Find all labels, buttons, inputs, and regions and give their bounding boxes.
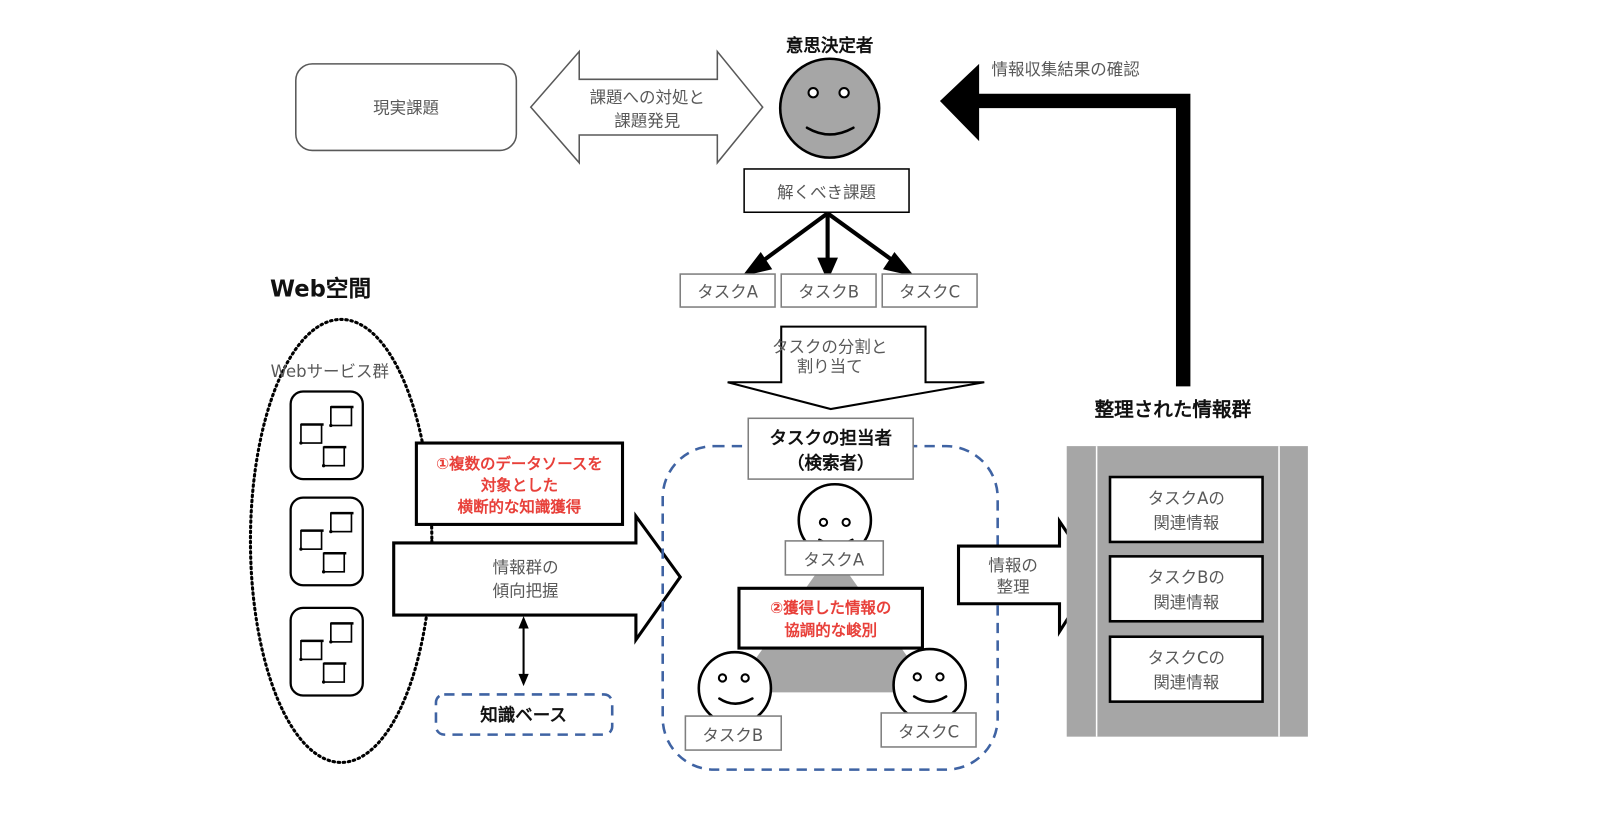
searchers-group bbox=[661, 444, 999, 771]
trend-arrow-line2: 傾向把握 bbox=[493, 582, 559, 601]
organized-item-line1: タスクCの bbox=[1148, 649, 1225, 668]
task-b-top-label: タスクB bbox=[798, 283, 859, 302]
step2-line2: 協調的な峻別 bbox=[784, 621, 877, 640]
real-issue-node: 現実課題 bbox=[295, 63, 518, 152]
window-glyph-icon bbox=[321, 662, 347, 684]
feedback-arrow-label: 情報収集結果の確認 bbox=[991, 60, 1139, 79]
web-service-icon bbox=[289, 496, 364, 587]
organized-item-line2: 関連情報 bbox=[1153, 673, 1219, 692]
organized-item-line1: タスクAの bbox=[1148, 489, 1225, 508]
organize-arrow-line2: 整理 bbox=[997, 577, 1030, 596]
knowledge-acquisition-step: ①複数のデータソースを 対象とした 横断的な知識獲得 bbox=[414, 441, 625, 526]
searcher-b-label: タスクB bbox=[702, 726, 763, 745]
issue-to-solve-node: 解くべき課題 bbox=[743, 168, 910, 214]
window-glyph-icon bbox=[299, 639, 324, 662]
searcher-a-label: タスクA bbox=[803, 551, 864, 570]
step1-line1: ①複数のデータソースを bbox=[436, 454, 603, 473]
decision-maker-title: 意思決定者 bbox=[786, 36, 874, 57]
searcher-b: タスクB bbox=[684, 650, 783, 751]
collaborative-discrimination-step: ②獲得した情報の 協調的な峻別 bbox=[737, 586, 924, 650]
organize-arrow-line1: 情報の bbox=[988, 556, 1037, 575]
double-arrow-label-line2: 課題発見 bbox=[614, 112, 680, 131]
organized-item-line2: 関連情報 bbox=[1153, 593, 1219, 612]
web-space: Web空間 Webサービス群 bbox=[248, 276, 434, 764]
step1-line2: 対象とした bbox=[480, 475, 558, 494]
organized-item-line2: 関連情報 bbox=[1153, 514, 1219, 533]
decision-maker-face-icon bbox=[778, 57, 881, 159]
feedback-arrow: 情報収集結果の確認 bbox=[939, 60, 1191, 387]
window-glyph-icon bbox=[329, 511, 354, 534]
web-service-icon bbox=[289, 606, 364, 697]
real-issue-label: 現実課題 bbox=[373, 98, 439, 117]
window-glyph-icon bbox=[329, 405, 354, 428]
knowledge-base-node: 知識ベース bbox=[434, 693, 614, 736]
issue-to-solve-label: 解くべき課題 bbox=[777, 183, 876, 202]
window-glyph-icon bbox=[321, 552, 347, 574]
trend-arrow-line1: 情報群の bbox=[493, 558, 559, 577]
window-glyph-icon bbox=[321, 445, 347, 468]
split-assign-arrow: タスクの分割と 割り当て bbox=[727, 325, 985, 411]
organized-info-title: 整理された情報群 bbox=[1095, 398, 1252, 421]
step1-line3: 横断的な知識獲得 bbox=[458, 497, 582, 516]
double-arrow-handle-discover: 課題への対処と 課題発見 bbox=[529, 49, 764, 165]
task-box-c-top: タスクC bbox=[881, 273, 978, 308]
step2-line1: ②獲得した情報の bbox=[770, 598, 891, 617]
searcher-b-face-icon bbox=[697, 650, 773, 726]
task-box-b-top: タスクB bbox=[780, 273, 877, 308]
task-branch-arrows bbox=[742, 211, 915, 282]
window-glyph-icon bbox=[329, 622, 354, 644]
searchers-title-box: タスクの担当者 （検索者） bbox=[747, 417, 914, 480]
searcher-a: タスクA bbox=[784, 482, 885, 576]
task-box-a-top: タスクA bbox=[679, 273, 776, 308]
web-service-icon bbox=[289, 390, 364, 481]
trend-grasp-arrow: 情報群の 傾向把握 bbox=[392, 511, 683, 645]
split-arrow-line1: タスクの分割と bbox=[772, 337, 887, 356]
split-arrow-line2: 割り当て bbox=[797, 357, 863, 376]
searchers-title-line2: （検索者） bbox=[787, 453, 875, 474]
searcher-c: タスクC bbox=[880, 647, 977, 748]
web-services-group bbox=[289, 390, 364, 697]
double-arrow-label-line1: 課題への対処と bbox=[590, 88, 705, 107]
task-c-top-label: タスクC bbox=[899, 283, 960, 302]
organized-item-line1: タスクBの bbox=[1148, 568, 1225, 587]
web-space-title: Web空間 bbox=[270, 276, 371, 303]
knowledge-base-label: 知識ベース bbox=[480, 705, 567, 726]
searcher-c-label: タスクC bbox=[898, 723, 959, 742]
web-services-label: Webサービス群 bbox=[271, 362, 389, 381]
searcher-c-face-icon bbox=[892, 647, 968, 723]
task-a-top-label: タスクA bbox=[697, 283, 758, 302]
kb-link-arrow bbox=[518, 616, 529, 687]
window-glyph-icon bbox=[299, 423, 324, 445]
searchers-title-line1: タスクの担当者 bbox=[769, 428, 892, 449]
decision-maker: 意思決定者 bbox=[778, 36, 881, 159]
window-glyph-icon bbox=[299, 529, 324, 551]
